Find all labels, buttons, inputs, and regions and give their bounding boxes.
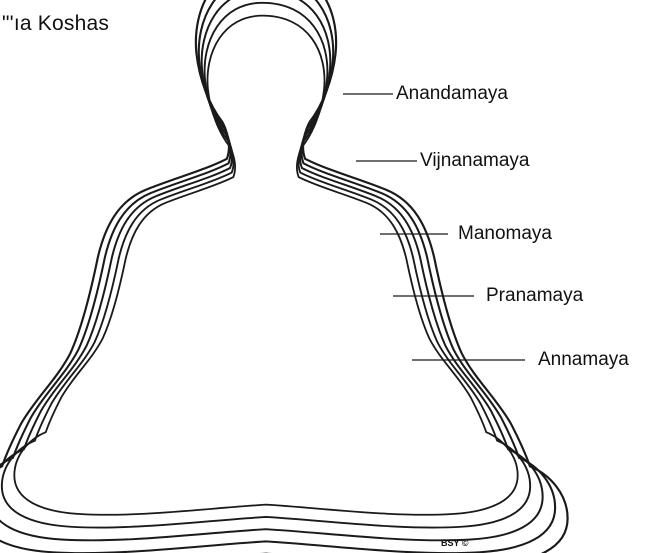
label-manomaya: Manomaya <box>458 223 552 245</box>
label-anandamaya: Anandamaya <box>396 83 508 105</box>
label-annamaya: Annamaya <box>538 349 629 371</box>
copyright-mark: BSY © <box>441 538 468 548</box>
body-silhouette <box>58 52 474 479</box>
aura-outline-pranamaya <box>2 3 530 528</box>
label-pranamaya: Pranamaya <box>486 285 583 307</box>
aura-outline-manomaya <box>0 0 543 540</box>
right-arm-gap <box>327 288 420 398</box>
label-vijnanamaya: Vijnanamaya <box>420 150 530 172</box>
left-arm-gap <box>112 288 205 398</box>
